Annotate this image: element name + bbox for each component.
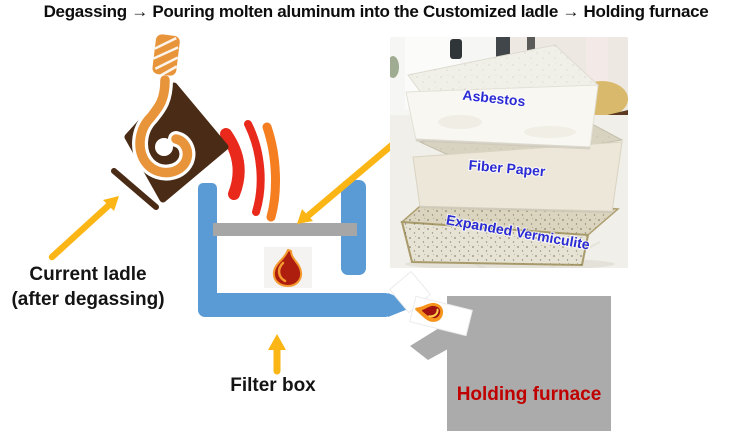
current-ladle-label-line1: Current ladle — [29, 264, 147, 285]
filter-box — [198, 180, 418, 317]
arrow-to-filter-lid — [297, 141, 396, 224]
holding-furnace-box — [447, 296, 611, 431]
hook-grip — [152, 34, 180, 77]
diagram-title: Degassing → Pouring molten aluminum into… — [43, 2, 709, 21]
current-ladle-label-line2: (after degassing) — [11, 289, 165, 310]
filter-box-label: Filter box — [230, 375, 316, 396]
crane-hook-icon — [135, 75, 193, 178]
current-ladle-label: Current ladle (after degassing) — [0, 262, 176, 312]
flame-drop-icon — [415, 302, 444, 322]
pouring-ladle-icon — [111, 34, 229, 210]
insulation-photo: Asbestos Fiber Paper Expanded Vermiculit… — [390, 37, 628, 268]
holding-furnace-label: Holding furnace — [456, 384, 602, 405]
molten-stream-icon — [220, 120, 280, 222]
block-asbestos — [405, 44, 600, 150]
filter-box-left-wall — [198, 183, 217, 313]
filter-box-bottom — [198, 293, 392, 317]
filter-lid — [213, 223, 357, 236]
arrow-to-filter-box — [268, 334, 286, 375]
hook-eye — [155, 138, 173, 156]
arrow-to-ladle — [48, 196, 119, 261]
flame-icon — [264, 247, 312, 288]
holding-furnace-group — [388, 270, 611, 431]
yellow-arrows — [48, 141, 396, 375]
